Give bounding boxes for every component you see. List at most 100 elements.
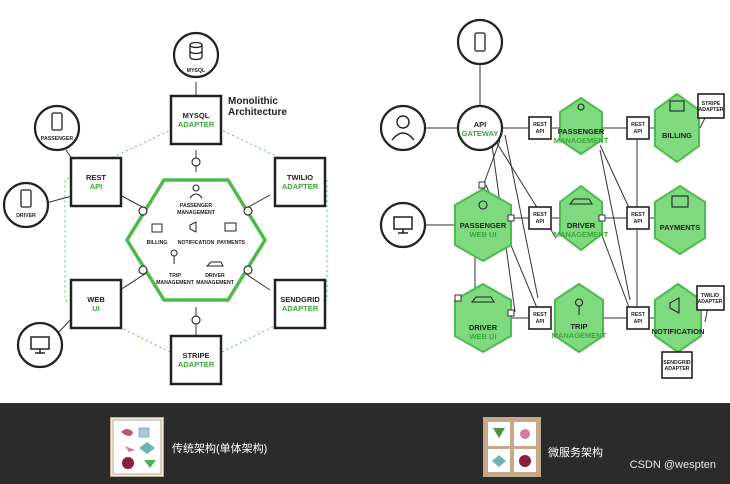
svg-text:PAYMENTS: PAYMENTS bbox=[217, 240, 245, 246]
stripe-adapter-box: STRIPE ADAPTER bbox=[697, 93, 725, 119]
person-icon bbox=[478, 200, 488, 210]
service-billing: BILLING bbox=[654, 92, 700, 164]
svg-text:MANAGEMENT: MANAGEMENT bbox=[554, 230, 609, 239]
svg-text:REST: REST bbox=[86, 173, 106, 182]
svg-text:WEB UI: WEB UI bbox=[469, 332, 496, 341]
svg-text:PAYMENTS: PAYMENTS bbox=[660, 223, 700, 232]
svg-text:ADAPTER: ADAPTER bbox=[282, 304, 319, 313]
watermark: CSDN @wespten bbox=[629, 459, 716, 471]
passenger-client-label: PASSENGER bbox=[41, 136, 73, 142]
svg-text:API: API bbox=[90, 182, 103, 191]
service-driver-web-ui: DRIVER WEB UI bbox=[454, 282, 512, 354]
svg-text:API: API bbox=[536, 219, 545, 225]
rest-api-box: REST API bbox=[69, 156, 123, 208]
svg-text:API: API bbox=[634, 129, 643, 135]
module-billing: BILLING bbox=[147, 223, 168, 246]
module-trip-management: TRIP MANAGEMENT bbox=[156, 249, 195, 286]
svg-text:GATEWAY: GATEWAY bbox=[462, 129, 499, 138]
billing-icon bbox=[669, 100, 685, 112]
person-icon bbox=[577, 103, 585, 111]
svg-text:PASSENGER: PASSENGER bbox=[460, 221, 507, 230]
svg-text:REST: REST bbox=[631, 212, 646, 218]
service-passenger-management: PASSENGER MANAGEMENT bbox=[554, 96, 609, 156]
monolith-caption: 传统架构(单体架构) bbox=[172, 443, 268, 455]
svg-text:MANAGEMENT: MANAGEMENT bbox=[552, 331, 607, 340]
svg-text:REST: REST bbox=[533, 212, 548, 218]
svg-text:BILLING: BILLING bbox=[147, 240, 168, 246]
monolith-section: MYSQL Monolithic Architecture MYSQL ADAP… bbox=[2, 31, 328, 386]
svg-text:ADAPTER: ADAPTER bbox=[698, 107, 723, 113]
svg-text:NOTIFICATION: NOTIFICATION bbox=[652, 327, 705, 336]
card-icon bbox=[671, 195, 689, 208]
user-icon bbox=[391, 115, 415, 141]
stripe-adapter-box: STRIPE ADAPTER bbox=[169, 334, 223, 386]
twilio-adapter-box: TWILIO ADAPTER bbox=[273, 156, 327, 208]
svg-text:NOTIFICATION: NOTIFICATION bbox=[178, 240, 215, 246]
svg-text:API: API bbox=[634, 319, 643, 325]
sendgrid-adapter-box: SENDGRID ADAPTER bbox=[661, 351, 693, 379]
svg-text:TWILIO: TWILIO bbox=[701, 293, 719, 299]
microservices-caption: 微服务架构 bbox=[548, 447, 603, 459]
person-icon bbox=[192, 184, 200, 192]
web-ui-box: WEB UI bbox=[69, 278, 123, 330]
twilio-adapter-box: TWILIO ADAPTER bbox=[696, 285, 725, 311]
car-icon bbox=[205, 261, 224, 267]
svg-text:PASSENGER: PASSENGER bbox=[180, 203, 212, 209]
svg-text:MANAGEMENT: MANAGEMENT bbox=[177, 210, 216, 216]
svg-text:WEB UI: WEB UI bbox=[469, 230, 496, 239]
svg-text:DRIVER: DRIVER bbox=[469, 323, 498, 332]
module-notification: NOTIFICATION bbox=[178, 221, 215, 246]
svg-text:TWILIO: TWILIO bbox=[287, 173, 313, 182]
svg-text:MANAGEMENT: MANAGEMENT bbox=[156, 280, 195, 286]
rest-api-driver: REST API bbox=[528, 206, 552, 230]
phone-icon bbox=[51, 112, 63, 131]
car-icon bbox=[470, 296, 495, 303]
svg-text:STRIPE: STRIPE bbox=[182, 351, 209, 360]
svg-text:SENDGRID: SENDGRID bbox=[280, 295, 320, 304]
driver-client-circle bbox=[2, 181, 50, 229]
svg-text:PASSENGER: PASSENGER bbox=[558, 127, 605, 136]
svg-text:ADAPTER: ADAPTER bbox=[282, 182, 319, 191]
rest-api-passenger: REST API bbox=[528, 116, 552, 140]
svg-text:DRIVER: DRIVER bbox=[567, 221, 596, 230]
service-notification: NOTIFICATION bbox=[652, 282, 705, 354]
module-payments: PAYMENTS bbox=[217, 222, 246, 246]
passenger-client-circle bbox=[33, 104, 81, 152]
svg-text:WEB: WEB bbox=[87, 295, 105, 304]
svg-text:ADAPTER: ADAPTER bbox=[178, 120, 215, 129]
megaphone-icon bbox=[669, 297, 680, 314]
monolith-title-line2: Architecture bbox=[228, 107, 287, 118]
svg-text:MYSQL: MYSQL bbox=[183, 111, 210, 120]
svg-text:REST: REST bbox=[533, 122, 548, 128]
svg-text:ADAPTER: ADAPTER bbox=[697, 299, 722, 305]
driver-client-label: DRIVER bbox=[16, 213, 36, 219]
svg-text:API: API bbox=[634, 219, 643, 225]
service-passenger-web-ui: PASSENGER WEB UI bbox=[454, 187, 512, 263]
service-driver-management: DRIVER MANAGEMENT bbox=[554, 184, 609, 252]
svg-text:API: API bbox=[536, 319, 545, 325]
svg-text:BILLING: BILLING bbox=[662, 131, 692, 140]
service-trip-management: TRIP MANAGEMENT bbox=[552, 282, 607, 354]
sendgrid-adapter-box: SENDGRID ADAPTER bbox=[273, 278, 327, 330]
module-driver-management: DRIVER MANAGEMENT bbox=[196, 261, 235, 286]
svg-text:MANAGEMENT: MANAGEMENT bbox=[554, 136, 609, 145]
svg-text:REST: REST bbox=[533, 312, 548, 318]
svg-text:TRIP: TRIP bbox=[570, 322, 587, 331]
monolith-title-line1: Monolithic bbox=[228, 96, 278, 107]
diagram-canvas: .box { fill:#ffffff; stroke:#222; stroke… bbox=[2, 18, 725, 386]
api-gateway-label: API bbox=[474, 120, 487, 129]
monitor-icon bbox=[30, 336, 50, 354]
microservices-section: API GATEWAY PASSENGER MANAGEMENT PASSENG… bbox=[379, 18, 725, 379]
module-passenger-management: PASSENGER MANAGEMENT bbox=[177, 184, 216, 216]
rest-api-trip: REST API bbox=[528, 306, 552, 330]
location-pin-icon bbox=[575, 298, 584, 316]
monolith-caption-icon bbox=[110, 417, 164, 477]
billing-icon bbox=[151, 223, 163, 233]
mysql-label: MYSQL bbox=[187, 68, 206, 74]
phone-icon bbox=[474, 32, 486, 52]
phone-icon bbox=[20, 189, 32, 208]
megaphone-icon bbox=[189, 221, 197, 233]
svg-text:REST: REST bbox=[631, 312, 646, 318]
rest-api-notification: REST API bbox=[626, 306, 650, 330]
